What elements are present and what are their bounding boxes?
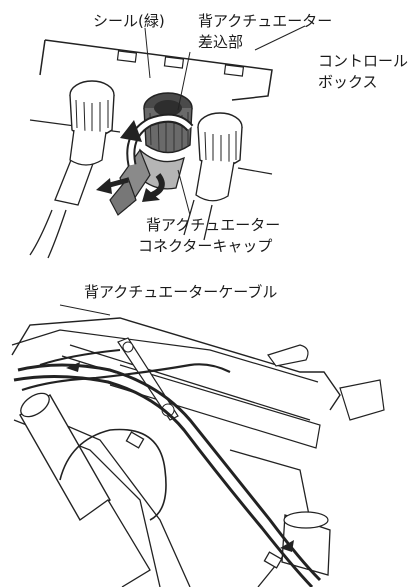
actuator-cable [13, 349, 322, 587]
actuator-cable-label: 背アクチュエーターケーブル [84, 283, 278, 301]
connector-cap-label-2: コネクターキャップ [138, 237, 273, 255]
back-actuator-inlet-label: 背アクチュエーター [198, 12, 333, 30]
rotate-arrow-icon [120, 113, 194, 202]
connector-cap-label: 背アクチュエーター [146, 216, 281, 234]
back-actuator-inlet-label-2: 差込部 [198, 33, 244, 51]
right-connector [183, 112, 243, 241]
control-box-label: コントロール [318, 52, 409, 70]
seal-green-label: シール(緑) [93, 12, 165, 30]
cable-clip-icon [66, 362, 294, 569]
pull-arrow-icon [96, 177, 129, 194]
left-connector [29, 80, 115, 259]
control-box-label-2: ボックス [318, 73, 378, 91]
